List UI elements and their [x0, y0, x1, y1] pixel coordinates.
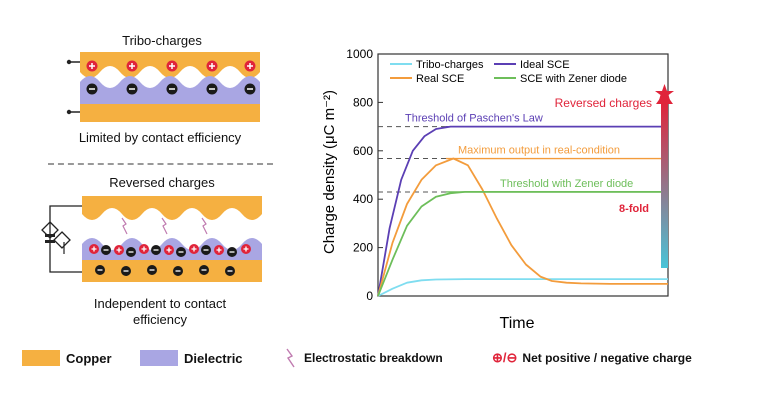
y-tick-label-200: 200 [353, 241, 373, 255]
x-axis-label: Time [500, 315, 535, 332]
fold-arrow-shaft [661, 102, 668, 268]
copper-bottom-layer [80, 104, 260, 122]
y-tick-label-1000: 1000 [346, 47, 373, 61]
star-icon [655, 84, 674, 102]
legend-label-0: Tribo-charges [416, 59, 484, 71]
series-line-1 [377, 125, 668, 297]
reversed-charges-illustration [41, 196, 262, 282]
copper-bottom-layer [82, 260, 262, 282]
bottom-panel-caption-line1: Independent to contact [93, 296, 227, 311]
y-axis-label: Charge density (μC m⁻²) [321, 90, 338, 254]
series-line-3 [377, 191, 668, 297]
threshold-label-1: Maximum output in real-condition [458, 145, 620, 157]
bottom-panel-caption: Independent to contact efficiency [40, 296, 280, 328]
y-tick-label-0: 0 [366, 289, 373, 303]
legend-dielectric: Dielectric [140, 346, 243, 370]
dielectric-swatch [140, 350, 178, 366]
reversed-charges-annotation: Reversed charges [555, 96, 652, 110]
legend-label-3: SCE with Zener diode [520, 73, 627, 85]
threshold-label-0: Threshold of Paschen's Law [405, 113, 543, 125]
fold-annotation: 8-fold [619, 203, 649, 215]
electrostatic-breakdown-icon [286, 348, 295, 368]
legend-label-1: Ideal SCE [520, 59, 570, 71]
legend-charge: ⊕/⊖ Net positive / negative charge [492, 350, 692, 365]
y-tick-label-600: 600 [353, 144, 373, 158]
electrostatic-breakdown-icons [121, 217, 208, 235]
top-panel-title: Tribo-charges [122, 33, 202, 48]
tribo-charges-illustration [66, 52, 260, 122]
series-line-2 [377, 157, 668, 297]
threshold-label-2: Threshold with Zener diode [500, 178, 633, 190]
bottom-panel-title: Reversed charges [109, 175, 215, 190]
legend-copper: Copper [22, 346, 112, 370]
bottom-panel-caption-line2: efficiency [133, 312, 187, 327]
copper-top-layer [82, 196, 262, 220]
copper-swatch [22, 350, 60, 366]
y-tick-label-800: 800 [353, 95, 373, 109]
legend-breakdown: Electrostatic breakdown [284, 346, 443, 370]
y-tick-label-400: 400 [353, 192, 373, 206]
top-panel-caption: Limited by contact efficiency [78, 130, 242, 145]
bottom-legend: Copper Dielectric Electrostatic breakdow… [22, 346, 752, 370]
panel-separator [48, 163, 273, 165]
series-line-0 [377, 278, 668, 297]
charge-density-chart: Charge density (μC m⁻²) Time 0 200 400 600 8… [321, 47, 674, 332]
charge-symbols: ⊕/⊖ [492, 350, 518, 365]
legend-label-2: Real SCE [416, 73, 464, 85]
